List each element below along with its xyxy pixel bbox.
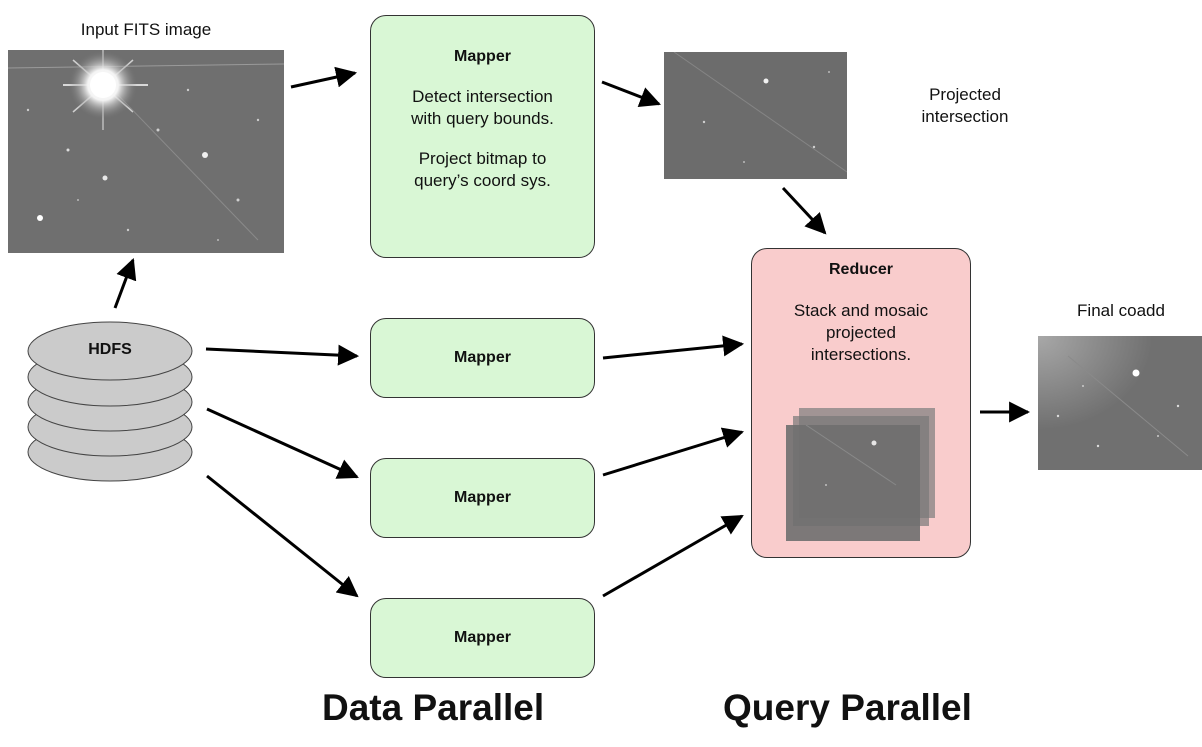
- reducer-line2: projected: [826, 323, 896, 342]
- arrow-mapper-3-to-reducer: [602, 427, 745, 477]
- mapper-detail-title: Mapper: [454, 48, 511, 65]
- mapper-box-3: Mapper: [370, 458, 595, 538]
- arrow-mapper-4-to-reducer: [602, 514, 744, 598]
- final-coadd-label: Final coadd: [1077, 301, 1165, 320]
- reducer-line1: Stack and mosaic: [793, 301, 929, 320]
- mapper-detail-line1: Detect intersection: [412, 87, 553, 106]
- projected-intersection-label: Projected intersection: [921, 85, 1009, 126]
- arrow-hdfs-to-mapper-3: [206, 407, 359, 479]
- hdfs-label: HDFS: [88, 341, 132, 358]
- input-image-label: Input FITS image: [80, 20, 212, 39]
- mapper-2-title: Mapper: [454, 349, 511, 366]
- arrow-mapper-to-projected: [601, 80, 661, 107]
- arrow-hdfs-to-input: [113, 258, 137, 309]
- arrow-projected-to-reducer: [781, 186, 827, 235]
- projected-intersection-image: [664, 52, 847, 179]
- arrow-hdfs-to-mapper-4: [206, 474, 359, 598]
- final-coadd-image: [1038, 336, 1202, 470]
- arrow-mapper-2-to-reducer: [602, 335, 745, 360]
- stacked-image-front: [786, 425, 920, 541]
- mapper-detail-line3: Project bitmap to: [418, 149, 547, 168]
- mapper-box-4: Mapper: [370, 598, 595, 678]
- reducer-title: Reducer: [828, 261, 894, 278]
- mapper-box-detail: Mapper Detect intersection with query bo…: [370, 15, 595, 258]
- mapper-4-title: Mapper: [454, 629, 511, 646]
- hdfs-disk-1: [27, 321, 193, 381]
- hdfs-disk-stack: [27, 321, 193, 482]
- reducer-line3: intersections.: [810, 345, 912, 364]
- input-fits-image: [8, 50, 284, 253]
- query-parallel-title: Query Parallel: [723, 687, 972, 728]
- mapper-3-title: Mapper: [454, 489, 511, 506]
- mapper-box-2: Mapper: [370, 318, 595, 398]
- mapper-detail-line4: query’s coord sys.: [414, 171, 551, 190]
- mapper-detail-line2: with query bounds.: [411, 109, 554, 128]
- arrow-hdfs-to-mapper-2: [205, 344, 360, 366]
- arrow-input-to-mapper: [290, 66, 358, 89]
- data-parallel-title: Data Parallel: [322, 687, 545, 728]
